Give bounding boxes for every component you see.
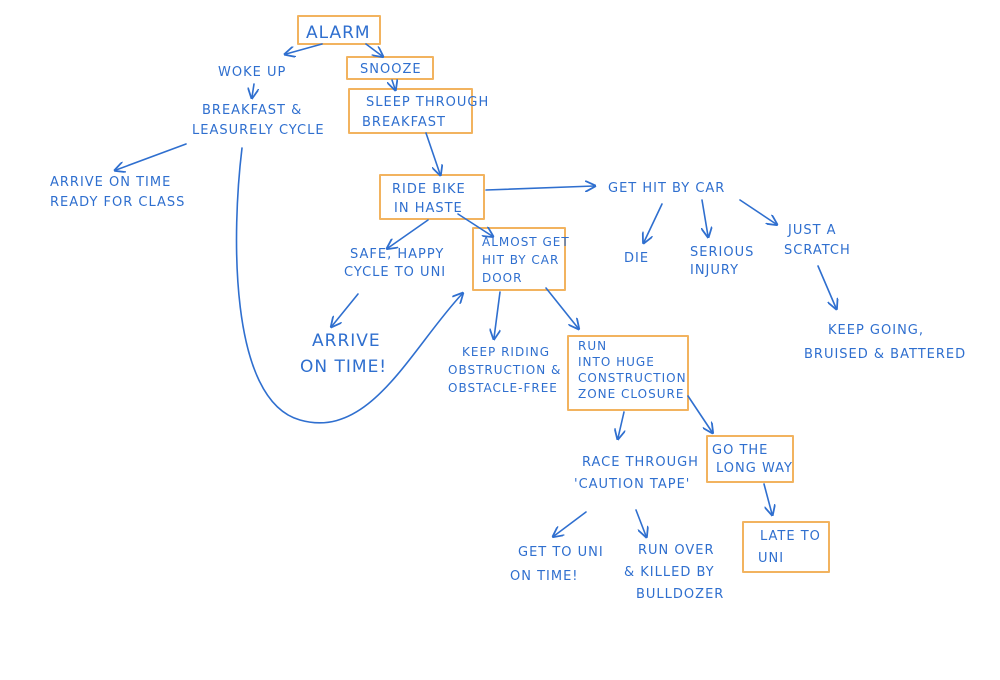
edge-alarm-snooze	[365, 43, 382, 56]
node-late: LATE TO UNI	[758, 529, 826, 566]
edge-ride-safe	[388, 219, 429, 248]
edge-hit-scratch	[739, 199, 776, 224]
edge-ride-almost	[457, 213, 492, 236]
late-box	[742, 521, 830, 573]
almost-box	[472, 227, 566, 291]
edge-breakfast-almost-loop	[235, 147, 462, 424]
node-hit: GET HIT BY CAR	[608, 181, 725, 196]
node-long-way: GO THE LONG WAY	[712, 443, 793, 476]
edge-sleep-ride	[425, 132, 440, 174]
edge-alarm-wokeup	[286, 43, 323, 54]
node-snooze: SNOOZE	[360, 62, 422, 77]
edge-race-bulldozer	[635, 509, 646, 536]
node-arrive-time: ARRIVE ON TIME!	[300, 331, 387, 377]
edge-hit-serious	[702, 199, 708, 236]
edge-scratch-keepgoing	[817, 265, 836, 308]
node-serious: SERIOUS INJURY	[690, 245, 759, 278]
edges	[116, 43, 836, 536]
edge-runinto-race	[618, 411, 624, 438]
edge-ride-hit	[485, 186, 594, 190]
long-way-box	[706, 435, 794, 483]
node-run-into: RUN INTO HUGE CONSTRUCTION ZONE CLOSURE	[578, 339, 691, 401]
node-race: RACE THROUGH 'CAUTION TAPE'	[574, 455, 704, 492]
node-get-uni: GET TO UNI ON TIME!	[510, 545, 609, 584]
node-keep-riding: KEEP RIDING OBSTRUCTION & OBSTACLE-FREE	[448, 345, 566, 395]
edge-race-getuni	[554, 511, 587, 536]
node-arrive-class: ARRIVE ON TIME READY FOR CLASS	[50, 175, 185, 210]
sleep-box	[348, 88, 473, 134]
node-ride: RIDE BIKE IN HASTE	[392, 182, 471, 216]
node-alarm: ALARM	[306, 23, 371, 43]
run-into-box	[567, 335, 689, 411]
edge-breakfast-arrive	[116, 143, 187, 170]
node-die: DIE	[624, 251, 649, 266]
node-sleep: SLEEP THROUGH BREAKFAST	[362, 95, 494, 130]
node-keep-going: KEEP GOING, BRUISED & BATTERED	[804, 323, 966, 362]
node-boxes	[297, 15, 830, 573]
edge-safe-arrive	[332, 293, 359, 326]
node-labels: ALARM SNOOZE WOKE UP BREAKFAST & LEASURE…	[50, 23, 966, 602]
node-almost: ALMOST GET HIT BY CAR DOOR	[482, 235, 575, 285]
edge-almost-keepriding	[494, 291, 501, 338]
node-scratch: JUST A SCRATCH	[784, 223, 851, 258]
edge-wokeup-breakfast	[252, 83, 254, 97]
edge-hit-die	[644, 203, 663, 242]
node-breakfast: BREAKFAST & LEASURELY CYCLE	[192, 103, 325, 138]
node-woke-up: WOKE UP	[218, 65, 286, 80]
edge-almost-runinto	[545, 287, 578, 328]
node-safe: SAFE, HAPPY CYCLE TO UNI	[344, 247, 450, 280]
edge-runinto-longway	[687, 395, 712, 432]
alarm-box	[297, 15, 381, 45]
node-bulldozer: RUN OVER & KILLED BY BULLDOZER	[624, 543, 724, 602]
edge-snooze-sleep	[392, 80, 395, 89]
edge-longway-late	[763, 483, 772, 514]
